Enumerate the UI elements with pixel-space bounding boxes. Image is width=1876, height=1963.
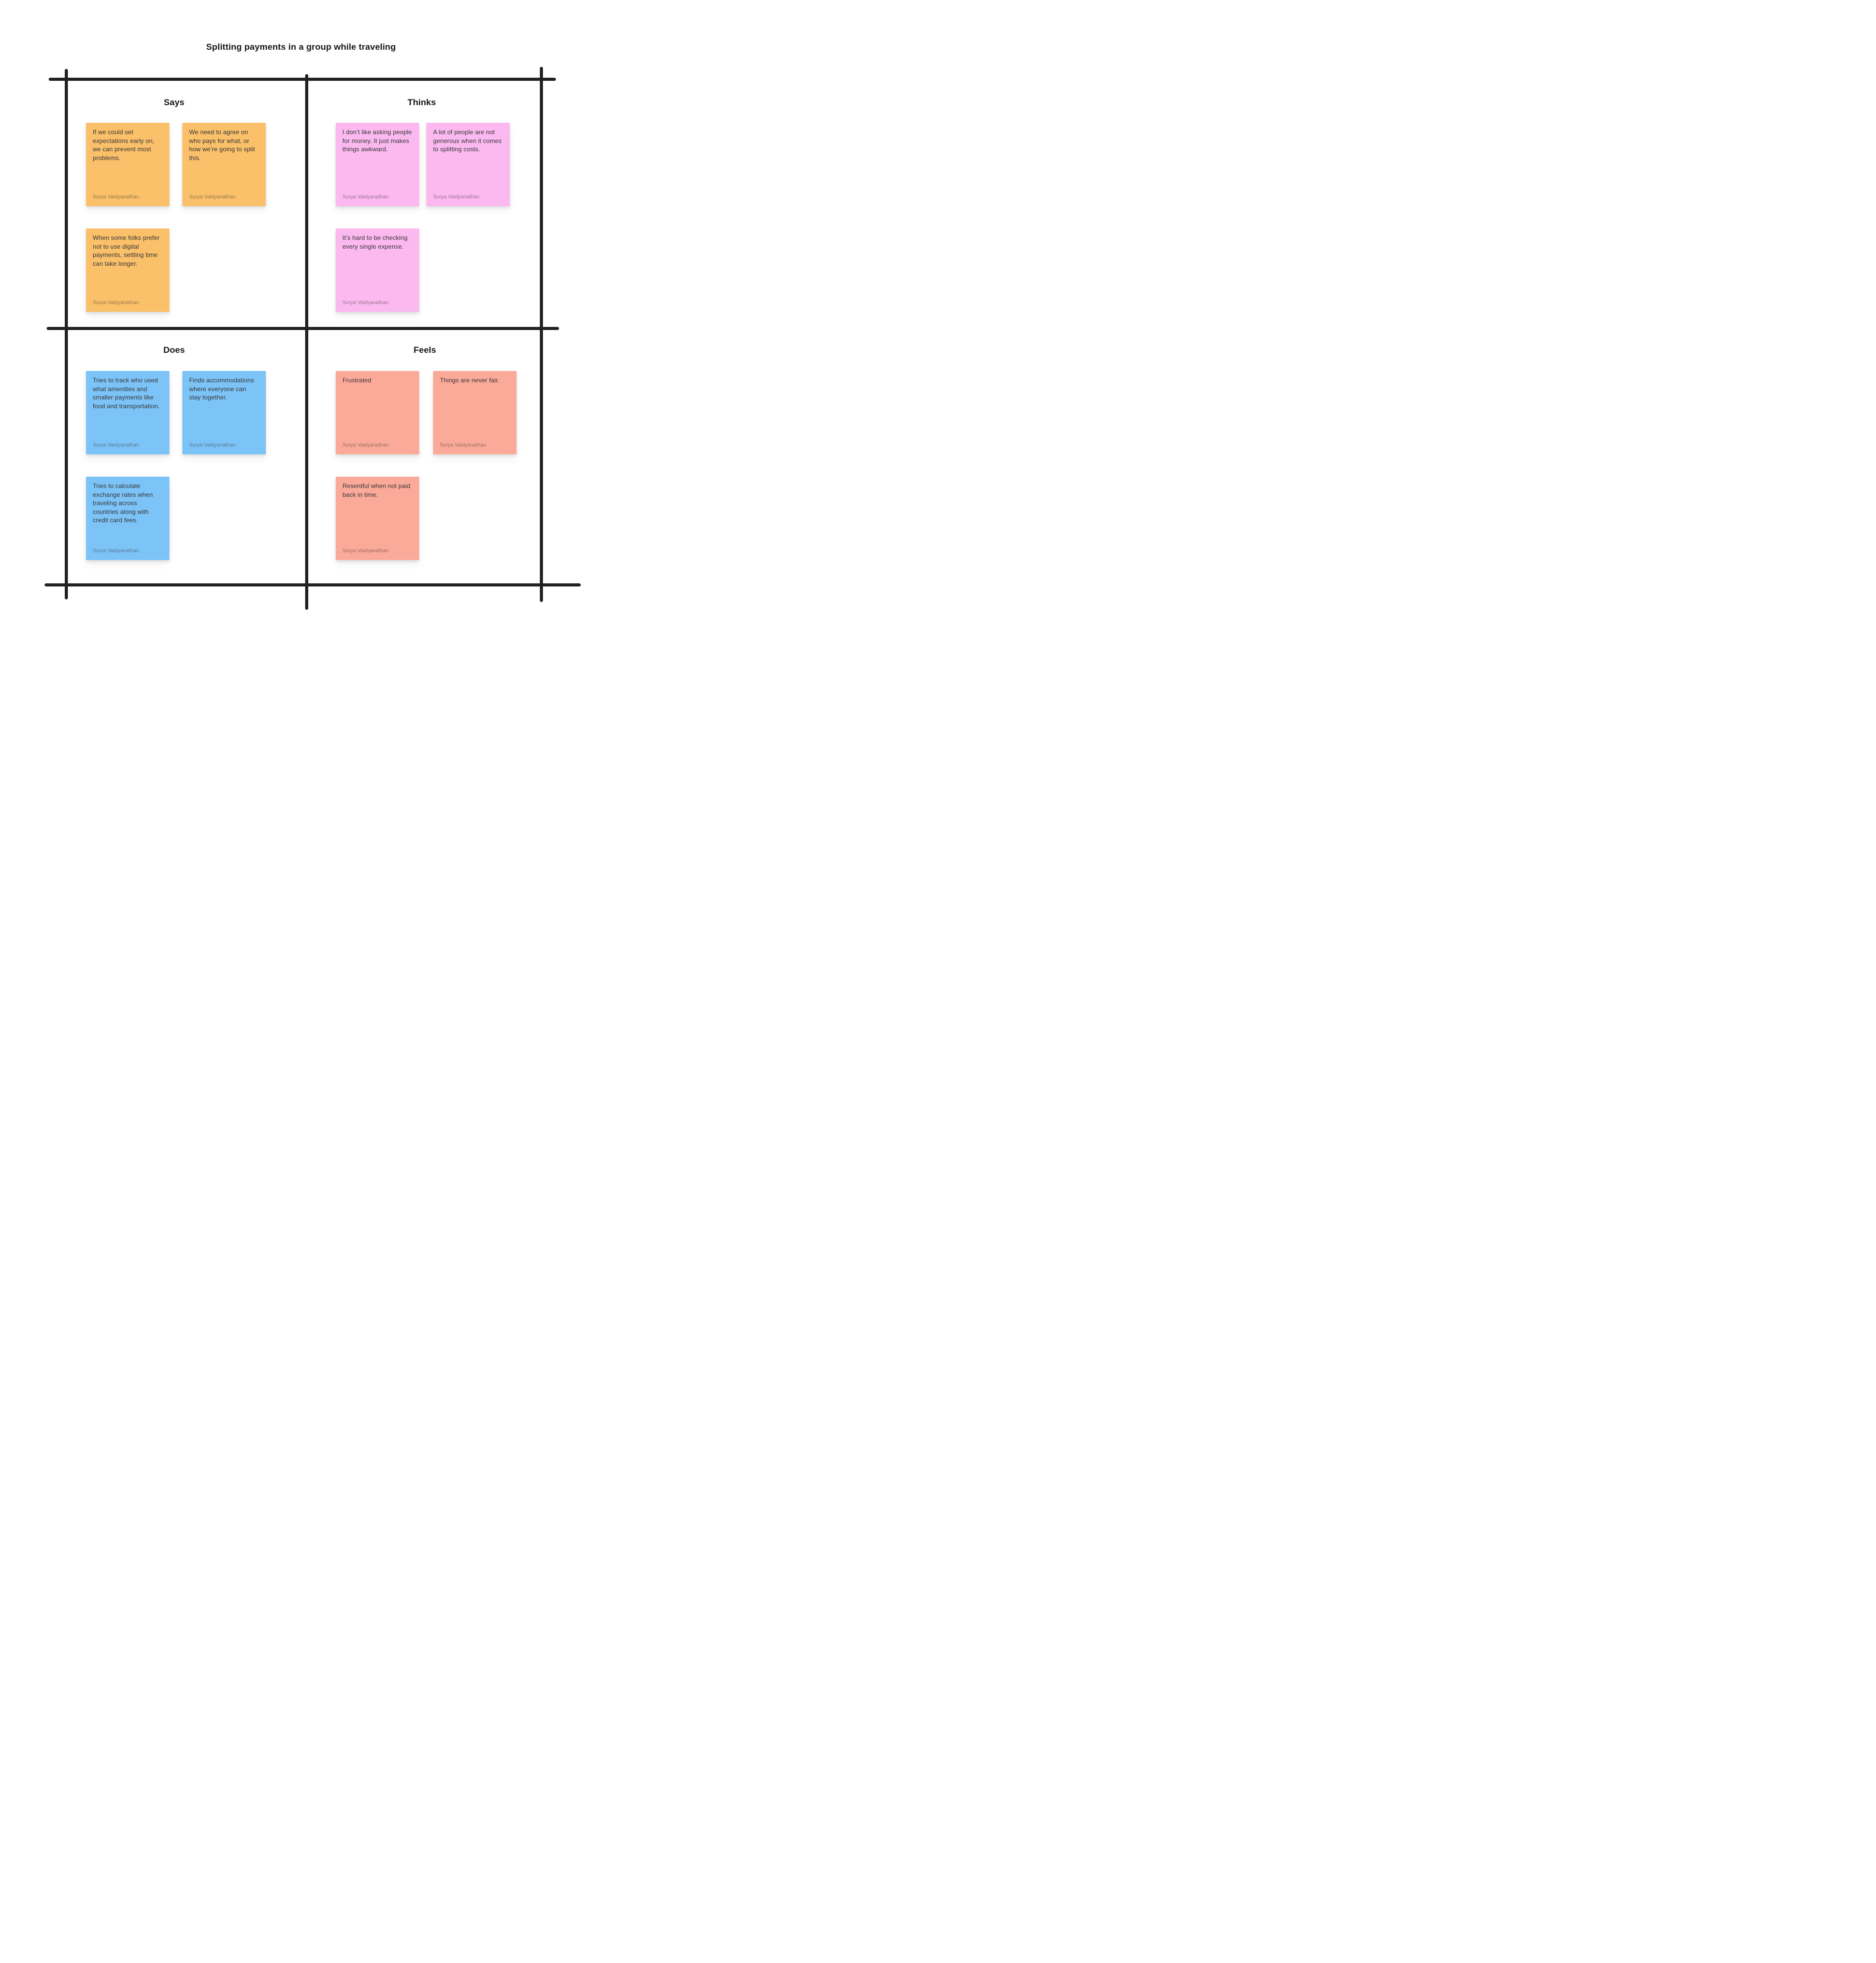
- sticky-note-author: Surya Vaidyanathan: [440, 442, 486, 448]
- sticky-note-author: Surya Vaidyanathan: [189, 442, 236, 448]
- sticky-note-author: Surya Vaidyanathan: [342, 194, 389, 200]
- sticky-note[interactable]: When some folks prefer not to use digita…: [86, 228, 169, 312]
- sticky-note-text: Tries to calculate exchange rates when t…: [93, 482, 153, 524]
- sticky-note[interactable]: I don’t like asking people for money. It…: [336, 123, 419, 206]
- sticky-note-text: If we could set expectations early on, w…: [93, 128, 154, 162]
- grid-line-horizontal-bottom: [45, 583, 581, 586]
- grid-line-vertical-right: [540, 67, 543, 602]
- sticky-note-author: Surya Vaidyanathan: [342, 300, 389, 306]
- sticky-note-text: It’s hard to be checking every single ex…: [342, 234, 408, 250]
- sticky-note-text: Tries to track who used what amenities a…: [93, 377, 160, 410]
- quadrant-label-says: Says: [164, 97, 184, 107]
- sticky-note[interactable]: Finds accommodations where everyone can …: [182, 371, 266, 454]
- sticky-note-author: Surya Vaidyanathan: [342, 442, 389, 448]
- quadrant-label-feels: Feels: [413, 345, 436, 355]
- sticky-note[interactable]: A lot of people are not generous when it…: [426, 123, 510, 206]
- grid-line-vertical-left: [65, 69, 68, 599]
- sticky-note[interactable]: Frustrated Surya Vaidyanathan: [336, 371, 419, 454]
- sticky-note[interactable]: It’s hard to be checking every single ex…: [336, 228, 419, 312]
- sticky-note-author: Surya Vaidyanathan: [433, 194, 480, 200]
- quadrant-label-does: Does: [163, 345, 185, 355]
- sticky-note[interactable]: Tries to calculate exchange rates when t…: [86, 477, 169, 560]
- sticky-note-text: Resentful when not paid back in time.: [342, 482, 411, 498]
- sticky-note[interactable]: If we could set expectations early on, w…: [86, 123, 169, 206]
- sticky-note[interactable]: We need to agree on who pays for what, o…: [182, 123, 266, 206]
- sticky-note-author: Surya Vaidyanathan: [342, 548, 389, 554]
- sticky-note-text: Finds accommodations where everyone can …: [189, 377, 254, 401]
- whiteboard-canvas: Splitting payments in a group while trav…: [0, 0, 625, 654]
- sticky-note[interactable]: Things are never fair. Surya Vaidyanatha…: [433, 371, 517, 454]
- grid-line-horizontal-middle: [47, 327, 559, 330]
- sticky-note[interactable]: Resentful when not paid back in time. Su…: [336, 477, 419, 560]
- quadrant-label-thinks: Thinks: [407, 97, 436, 107]
- sticky-note-author: Surya Vaidyanathan: [189, 194, 236, 200]
- sticky-note-author: Surya Vaidyanathan: [93, 548, 139, 554]
- sticky-note-author: Surya Vaidyanathan: [93, 300, 139, 306]
- sticky-note-author: Surya Vaidyanathan: [93, 194, 139, 200]
- grid-line-horizontal-top: [49, 78, 556, 81]
- sticky-note-text: Frustrated: [342, 377, 371, 384]
- sticky-note-author: Surya Vaidyanathan: [93, 442, 139, 448]
- sticky-note-text: A lot of people are not generous when it…: [433, 128, 502, 153]
- grid-line-vertical-center: [305, 74, 308, 610]
- sticky-note-text: I don’t like asking people for money. It…: [342, 128, 412, 153]
- sticky-note[interactable]: Tries to track who used what amenities a…: [86, 371, 169, 454]
- sticky-note-text: We need to agree on who pays for what, o…: [189, 128, 255, 162]
- page-title: Splitting payments in a group while trav…: [206, 42, 396, 52]
- sticky-note-text: Things are never fair.: [440, 377, 499, 384]
- sticky-note-text: When some folks prefer not to use digita…: [93, 234, 160, 267]
